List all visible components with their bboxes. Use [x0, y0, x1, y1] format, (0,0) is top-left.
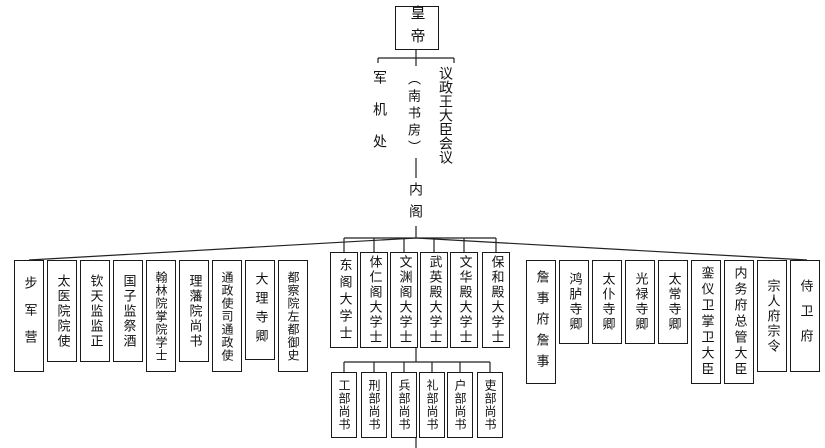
office-box-tongzhengshisi: 通政使司通政使 — [212, 260, 242, 372]
ministry-label: 户部尚书 — [453, 379, 467, 431]
office-label: 侍卫府 — [797, 278, 813, 354]
office-box-qintianjian: 钦天监监正 — [80, 260, 110, 362]
secretary-box-wenhuadian: 文华殿大学士 — [450, 252, 478, 348]
secretary-label: 体仁阁大学士 — [366, 255, 382, 345]
ministry-label: 工部尚书 — [337, 379, 351, 431]
office-label: 大理寺卿 — [252, 272, 268, 348]
office-label: 詹事府詹事 — [533, 269, 549, 375]
emperor-label: 皇帝 — [408, 5, 427, 51]
fan-line — [415, 237, 808, 261]
office-box-guanglusi: 光禄寺卿 — [625, 260, 655, 344]
secretary-label: 武英殿大学士 — [426, 255, 442, 345]
office-box-zhanshifu: 詹事府詹事 — [526, 260, 556, 384]
council-label: 议政王大臣会议 — [437, 66, 453, 164]
office-label: 太常寺卿 — [665, 272, 681, 332]
ministry-label: 吏部尚书 — [483, 379, 497, 431]
office-box-lifanyuan: 理藩院尚书 — [179, 260, 209, 362]
office-box-shiweifu: 侍卫府 — [790, 260, 820, 372]
office-label: 理藩院尚书 — [186, 273, 202, 349]
ministry-box-gongbu: 工部尚书 — [331, 372, 357, 438]
office-box-duchayuan: 都察院左都御史 — [278, 260, 308, 372]
ministry-box-xingbu: 刑部尚书 — [361, 372, 387, 438]
office-label: 太医院院使 — [54, 273, 70, 349]
secretary-box-baohedian: 保和殿大学士 — [482, 252, 510, 348]
office-label: 鸿胪寺卿 — [566, 272, 582, 332]
office-label: 光禄寺卿 — [632, 272, 648, 332]
office-label: 国子监祭酒 — [120, 273, 136, 349]
ministry-box-hubu: 户部尚书 — [447, 372, 473, 438]
office-label: 钦天监监正 — [87, 273, 103, 349]
office-box-honglusi: 鸿胪寺卿 — [559, 260, 589, 344]
office-label: 通政使司通政使 — [220, 270, 234, 362]
ministry-box-bingbu: 兵部尚书 — [391, 372, 417, 438]
office-label: 銮仪卫掌卫大臣 — [698, 266, 714, 378]
fan-line — [28, 237, 417, 261]
ministry-box-libu: 礼部尚书 — [419, 372, 445, 438]
office-box-neiwufu: 内务府总管大臣 — [724, 260, 754, 384]
south-study-label: （南书房） — [405, 72, 420, 157]
secretary-label: 保和殿大学士 — [488, 255, 504, 345]
secretary-label: 东阁大学士 — [336, 257, 352, 343]
grand-council-label: 军机处 — [371, 70, 387, 166]
secretary-label: 文华殿大学士 — [456, 255, 472, 345]
office-box-taiyiyuan: 太医院院使 — [47, 260, 77, 362]
secretary-box-tirenge: 体仁阁大学士 — [360, 252, 388, 348]
office-label: 步军营 — [21, 275, 37, 357]
office-box-luanyiwei: 銮仪卫掌卫大臣 — [691, 260, 721, 384]
secretary-label: 文渊阁大学士 — [396, 255, 412, 345]
office-label: 翰林院掌院学士 — [154, 270, 168, 362]
secretary-box-dongge: 东阁大学士 — [330, 252, 358, 348]
ministry-label: 礼部尚书 — [425, 379, 439, 431]
office-box-dalisi: 大理寺卿 — [245, 260, 275, 360]
office-label: 都察院左都御史 — [286, 270, 300, 362]
ministry-label: 兵部尚书 — [397, 379, 411, 431]
secretary-box-wenyuange: 文渊阁大学士 — [390, 252, 418, 348]
office-box-guozijian: 国子监祭酒 — [113, 260, 143, 362]
office-box-bujunying: 步军营 — [14, 260, 44, 372]
secretary-box-wuyingdian: 武英殿大学士 — [420, 252, 448, 348]
office-box-zongrenfu: 宗人府宗令 — [757, 260, 787, 372]
office-label: 太仆寺卿 — [599, 272, 615, 332]
office-box-taichangsi: 太常寺卿 — [658, 260, 688, 344]
emperor-box: 皇帝 — [395, 5, 439, 51]
cabinet-label: 内阁 — [407, 182, 423, 226]
ministry-label: 刑部尚书 — [367, 379, 381, 431]
office-label: 宗人府宗令 — [764, 278, 780, 354]
ministry-box-libu-personnel: 吏部尚书 — [477, 372, 503, 438]
office-box-hanlinyuan: 翰林院掌院学士 — [146, 260, 176, 372]
office-label: 内务府总管大臣 — [731, 266, 747, 378]
office-box-taipusi: 太仆寺卿 — [592, 260, 622, 344]
